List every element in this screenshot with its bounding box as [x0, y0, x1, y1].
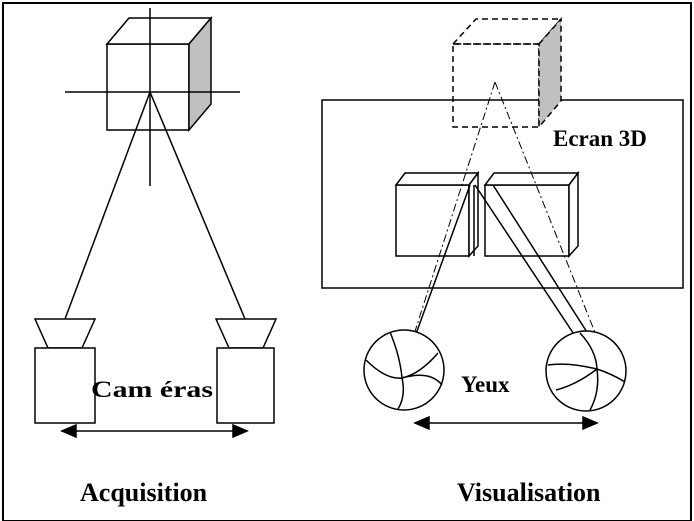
left-eye-projection-line [399, 81, 496, 379]
left-eye-ball [363, 329, 445, 411]
right-eye [545, 330, 627, 412]
left-camera-sight-line [64, 91, 151, 320]
virtual-object-cube [451, 17, 563, 130]
acquisition-panel [33, 8, 278, 424]
cube-front-face [106, 43, 190, 131]
visualisation-panel [321, 17, 684, 412]
left-camera-lens [33, 318, 97, 349]
left-camera-body [34, 347, 96, 424]
left-eye [363, 329, 445, 411]
acquisition-label: Acquisition [80, 478, 208, 507]
cameras-label: Cam éras [91, 377, 213, 402]
left-camera [33, 318, 97, 424]
right-eye-projection-line [494, 81, 609, 366]
right-camera-body [216, 347, 275, 424]
right-camera [214, 318, 278, 424]
right-eye-ball [545, 330, 627, 412]
virtual-cube-front-face [452, 43, 540, 128]
visualisation-label: Visualisation [457, 478, 601, 507]
right-image-side [568, 170, 579, 258]
virtual-cube-side-face [538, 17, 562, 130]
right-image-box [484, 184, 570, 257]
right-image-top [483, 172, 580, 186]
eyes-label: Yeux [461, 372, 510, 397]
real-object-cube [105, 15, 213, 133]
virtual-cube-top-face [451, 18, 563, 45]
screen-3d-label: Ecran 3D [553, 126, 647, 151]
right-camera-lens [214, 318, 278, 349]
eye-baseline-arrow [413, 415, 599, 431]
right-camera-sight-line [149, 91, 246, 320]
cube-side-face [188, 15, 212, 133]
stereo-image-pair [394, 170, 580, 258]
camera-baseline-arrow [60, 423, 249, 439]
